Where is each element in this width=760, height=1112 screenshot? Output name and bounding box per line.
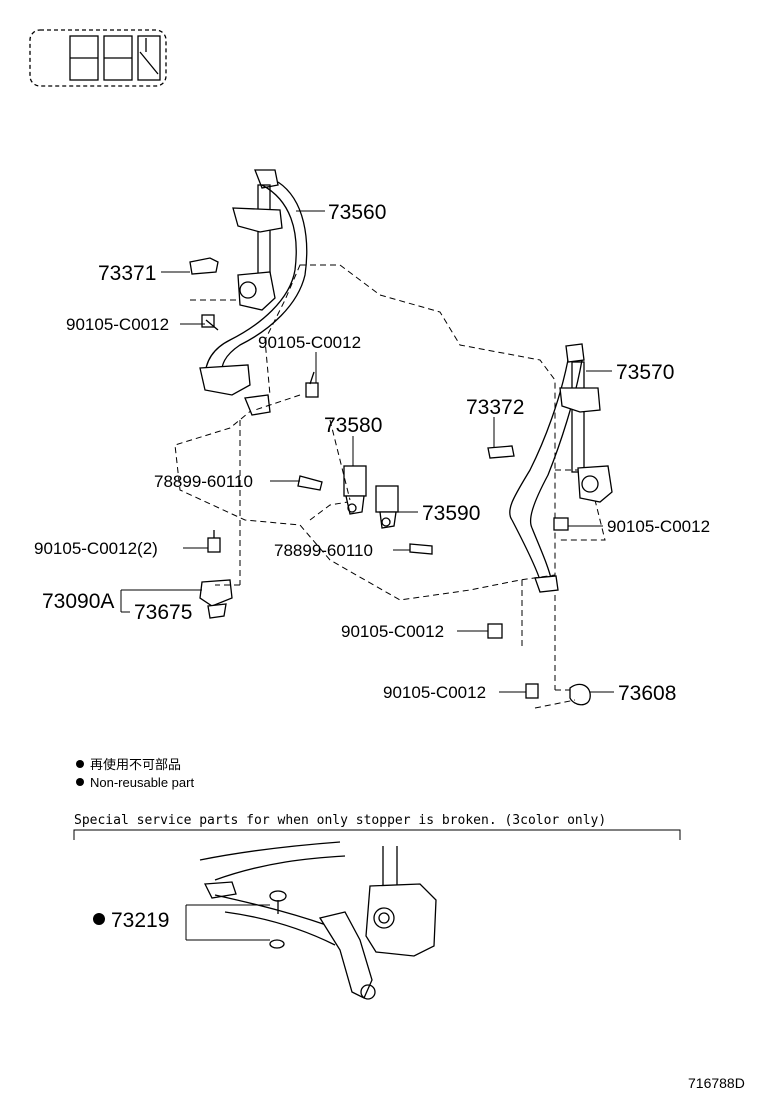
callout-90105-f: 90105-C0012 — [383, 683, 486, 702]
callout-73608: 73608 — [618, 682, 676, 705]
callout-73590: 73590 — [422, 502, 480, 525]
service-section-title: Special service parts for when only stop… — [74, 813, 606, 828]
non-reusable-dot-icon — [93, 913, 105, 925]
legend-jp: 再使用不可部品 — [90, 757, 181, 772]
callout-90105-d: 90105-C0012(2) — [34, 539, 158, 558]
bolt-90105-b — [305, 371, 319, 398]
bracket-73090A — [199, 579, 233, 619]
cover-73371 — [189, 257, 219, 275]
callout-90105-e: 90105-C0012 — [341, 622, 444, 641]
callout-90105-c: 90105-C0012 — [607, 517, 710, 536]
vehicle-view-icon — [29, 29, 167, 87]
legend: 再使用不可部品 Non-reusable part — [76, 757, 194, 790]
callout-73372: 73372 — [466, 396, 524, 419]
cover-73372 — [487, 445, 515, 459]
stopper-cap — [269, 890, 287, 902]
callout-73560: 73560 — [328, 201, 386, 224]
bolt-90105-a — [201, 314, 219, 331]
bolt-90105-f — [525, 683, 539, 699]
seat-belt-73570 — [509, 343, 613, 593]
stopper-detail-drawing — [185, 841, 437, 1000]
non-reusable-dot-icon — [76, 778, 84, 786]
stopper-base — [269, 939, 285, 949]
leader-lines — [120, 210, 614, 693]
callout-73580: 73580 — [324, 414, 382, 437]
callout-78899-a: 78899-60110 — [154, 472, 253, 491]
callout-73570: 73570 — [616, 361, 674, 384]
callout-90105-b: 90105-C0012 — [258, 333, 361, 352]
drawing-id: 716788D — [688, 1075, 745, 1091]
bolt-90105-c — [553, 517, 569, 531]
callout-73219: 73219 — [111, 909, 169, 932]
clip-73608 — [569, 683, 591, 706]
callout-78899-b: 78899-60110 — [274, 541, 373, 560]
seat-belt-73560 — [199, 169, 308, 416]
bolt-90105-e — [487, 623, 503, 639]
buckle-73590 — [375, 485, 399, 529]
service-section-bracket — [73, 829, 681, 840]
bolt-90105-d — [207, 530, 221, 553]
buckle-73580 — [343, 465, 367, 515]
callout-73675: 73675 — [134, 601, 192, 624]
legend-en: Non-reusable part — [90, 775, 194, 790]
bolt-78899-b — [409, 543, 433, 555]
callout-73371: 73371 — [98, 262, 156, 285]
non-reusable-dot-icon — [76, 760, 84, 768]
callout-90105-a: 90105-C0012 — [66, 315, 169, 334]
bolt-78899-a — [297, 475, 323, 491]
callout-73090A: 73090A — [42, 590, 114, 613]
